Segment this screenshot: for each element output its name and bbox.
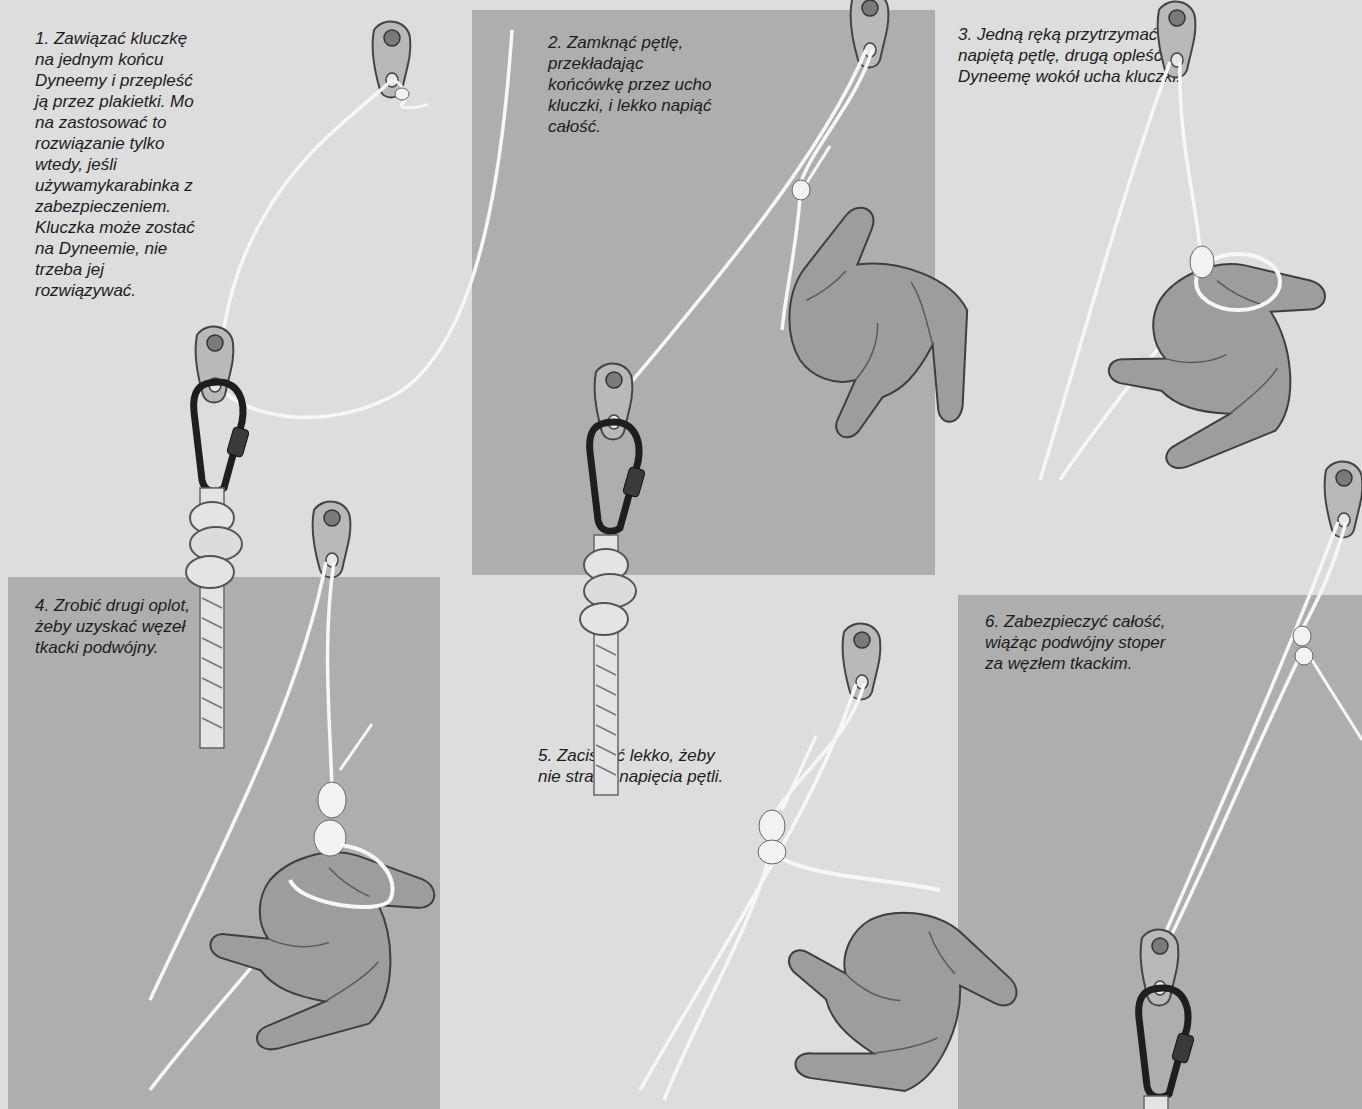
cord-loop <box>1196 254 1280 310</box>
step-text-block: 2. Zamknąć pętlę, przekładając końcówkę … <box>548 32 713 137</box>
figure-eight <box>1130 1096 1186 1109</box>
cord-tail <box>340 724 372 770</box>
cord-knot <box>318 782 346 818</box>
hanger-plate <box>373 22 411 98</box>
dyneema-cord <box>664 860 768 1100</box>
hand <box>761 884 1030 1109</box>
step-panel: 2. Zamknąć pętlę, przekładając końcówkę … <box>472 10 935 575</box>
step-instruction: 2. Zamknąć pętlę, przekładając końcówkę … <box>548 32 713 137</box>
carabiner <box>194 382 250 491</box>
step-text-block: 1. Zawiązać kluczkę na jednym końcu Dyne… <box>35 28 203 301</box>
step-panel: 4. Zrobić drugi oplot, żeby uzyskać węze… <box>8 577 440 1109</box>
step-panel: 6. Zabezpieczyć całość, wiążąc podwójny … <box>958 595 1362 1109</box>
dyneema-cord <box>1158 522 1338 950</box>
step-text-block: 5. Zacisnąć lekko, żeby nie stracić napi… <box>538 745 733 787</box>
dyneema-cord <box>1180 62 1200 250</box>
hanger-plate <box>851 0 889 68</box>
dyneema-cord <box>1164 660 1298 950</box>
dyneema-cord <box>394 80 428 108</box>
dyneema-cord <box>220 30 512 417</box>
step-panel: 1. Zawiązać kluczkę na jednym końcu Dyne… <box>0 0 472 577</box>
step-text-block: 4. Zrobić drugi oplot, żeby uzyskać węze… <box>35 595 207 658</box>
step-instruction: 3. Jedną ręką przytrzymać napiętą pętlę,… <box>958 24 1190 87</box>
figure-eight <box>580 535 636 795</box>
carabiner <box>1139 988 1195 1097</box>
figure-eight <box>186 488 242 748</box>
dyneema-cord <box>1060 300 1196 480</box>
hanger-plate <box>1141 930 1179 1006</box>
cord-knot <box>792 180 810 200</box>
step-instruction: 5. Zacisnąć lekko, żeby nie stracić napi… <box>538 745 733 787</box>
cord-knot <box>1190 246 1214 278</box>
dyneema-cord <box>1040 62 1170 480</box>
hanger-plate <box>196 327 234 403</box>
dyneema-cord <box>150 860 330 1090</box>
hanger-plate <box>1325 462 1362 538</box>
hanger-plate <box>843 624 881 700</box>
cord-knot <box>395 88 409 100</box>
dyneema-cord <box>150 562 326 1000</box>
dyneema-cord <box>780 858 940 890</box>
hanger-plate <box>595 364 633 440</box>
dyneema-cord <box>800 50 872 185</box>
step-panel: 3. Jedną ręką przytrzymać napiętą pętlę,… <box>935 0 1362 595</box>
step-instruction: 1. Zawiązać kluczkę na jednym końcu Dyne… <box>35 28 203 301</box>
cord-knot <box>758 840 786 864</box>
dyneema-cord <box>328 562 334 790</box>
cord-knot <box>314 820 346 856</box>
dyneema-cord <box>1302 522 1346 630</box>
hand <box>200 839 453 1056</box>
cord-knot <box>759 810 785 842</box>
cord-tail <box>1306 650 1362 740</box>
carabiner <box>590 422 646 531</box>
cord-loop <box>290 845 393 907</box>
cord-tail <box>806 146 830 184</box>
hanger-plate <box>313 502 351 578</box>
dyneema-cord <box>782 198 800 330</box>
cord-knot <box>1293 626 1311 646</box>
cord-knot <box>1295 647 1313 665</box>
dyneema-cord <box>640 684 856 1090</box>
hand <box>1089 240 1358 480</box>
dyneema-cord <box>618 50 866 398</box>
dyneema-cord <box>772 684 864 820</box>
step-instruction: 4. Zrobić drugi oplot, żeby uzyskać węze… <box>35 595 207 658</box>
dyneema-cord <box>218 80 392 372</box>
step-text-block: 3. Jedną ręką przytrzymać napiętą pętlę,… <box>958 24 1190 87</box>
hanger-plate <box>1158 2 1196 78</box>
step-panel: 5. Zacisnąć lekko, żeby nie stracić napi… <box>440 577 958 1109</box>
step-text-block: 6. Zabezpieczyć całość, wiążąc podwójny … <box>985 611 1167 674</box>
cord-tail <box>782 736 816 810</box>
hand <box>769 198 993 456</box>
step-instruction: 6. Zabezpieczyć całość, wiążąc podwójny … <box>985 611 1167 674</box>
